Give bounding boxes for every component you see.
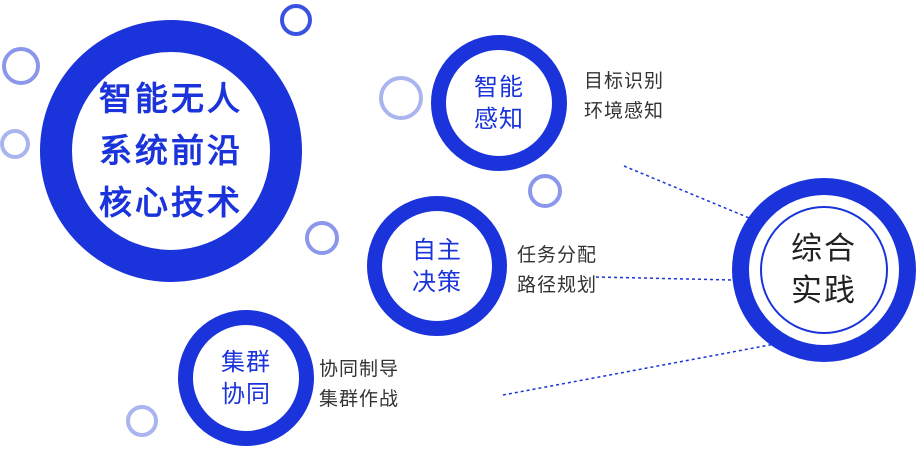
decor-circle [280,4,312,36]
node-label: 协同 [221,380,271,408]
main-title-line: 系统前沿 [99,131,243,170]
desc-line: 任务分配 [517,244,598,266]
connector-perception [623,165,755,221]
node-label: 自主 [412,236,462,264]
desc-line: 目标识别 [584,70,665,92]
decor-circle [528,174,562,208]
decor-circle [0,129,30,159]
main-title-line: 智能无人 [99,79,243,118]
practice-label: 实践 [791,273,857,309]
desc-line: 协同制导 [319,358,400,380]
node-perception: 智能 感知 [431,35,567,171]
connector-swarm [502,343,776,396]
desc-line: 环境感知 [584,100,665,122]
desc-perception: 目标识别 环境感知 [584,66,664,126]
practice-inner-ring [760,206,888,334]
desc-line: 集群作战 [319,388,400,410]
practice-label: 综合 [791,231,857,267]
desc-swarm: 协同制导 集群作战 [319,354,399,414]
main-title-circle: 智能无人 系统前沿 核心技术 [40,20,302,282]
desc-decision: 任务分配 路径规划 [517,240,597,300]
desc-line: 路径规划 [517,274,598,296]
node-label: 集群 [221,348,271,376]
node-label: 决策 [412,268,462,296]
node-label: 感知 [474,105,524,133]
node-swarm: 集群 协同 [178,310,314,446]
node-decision: 自主 决策 [367,196,507,336]
main-title-line: 核心技术 [99,183,243,222]
decor-circle [379,76,423,120]
decor-circle [2,47,40,85]
decor-circle [305,221,339,255]
connector-decision [595,276,734,281]
decor-circle [126,405,158,437]
node-label: 智能 [474,73,524,101]
node-practice: 综合 实践 [732,178,916,362]
